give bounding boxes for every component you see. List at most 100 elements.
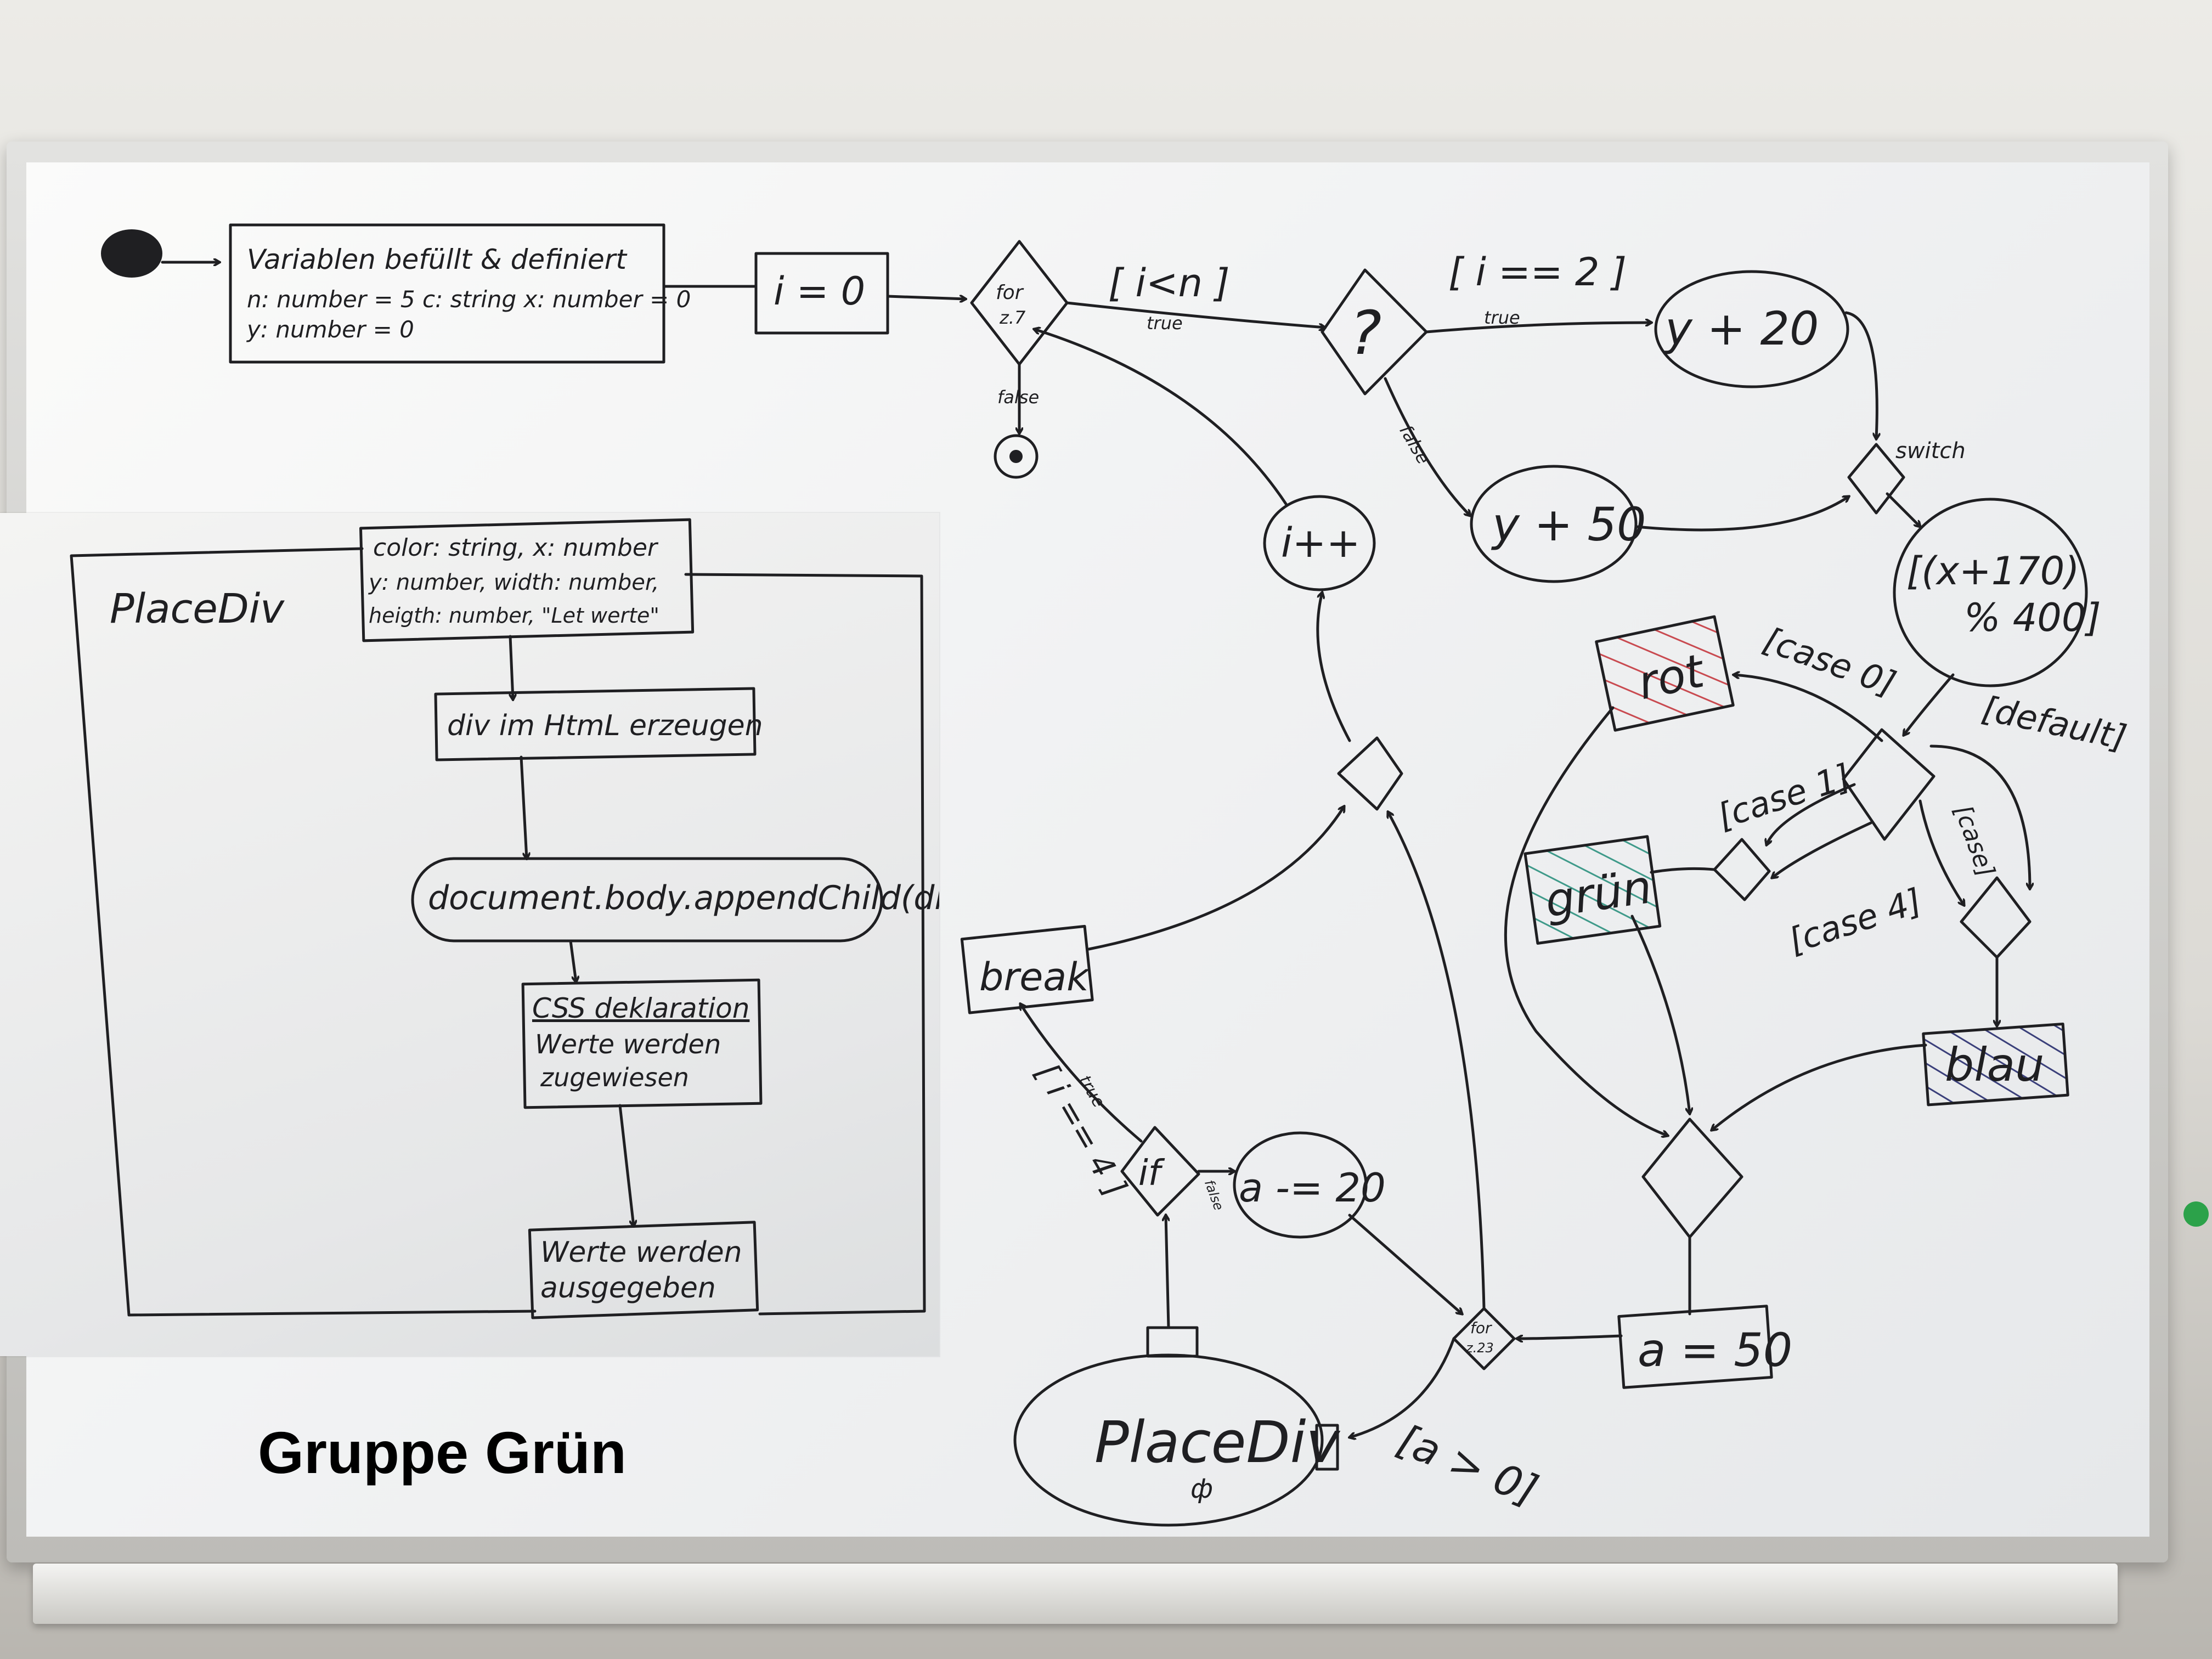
false-label-1: false <box>997 387 1039 408</box>
edge-a50-for2 <box>1517 1334 1623 1339</box>
step2-node <box>411 857 883 943</box>
edge-for2-merge <box>1388 812 1486 1310</box>
edge-mod-switch <box>1904 673 1955 735</box>
gruen-box <box>1523 835 1662 945</box>
params-box <box>359 518 695 642</box>
modulo-line1: [(x+170) <box>1906 549 2080 594</box>
init-box <box>229 223 665 364</box>
case-small-label: [case] <box>1949 802 2000 881</box>
y-plus-50-node <box>1470 465 1638 583</box>
gruen-hatch <box>1525 836 1660 944</box>
default-label: [default] <box>1979 688 2130 758</box>
placediv-inset-photo: PlaceDiv color: string, x: number y: num… <box>0 513 939 1356</box>
for-loop-2-sub: z.23 <box>1465 1340 1494 1356</box>
step4-box <box>528 1221 759 1319</box>
case4-label: [case 4] <box>1784 881 1926 961</box>
blau-hatch <box>1923 1024 2068 1105</box>
a-eq-50-text: a = 50 <box>1638 1323 1792 1377</box>
a-eq-50-box <box>1617 1305 1773 1389</box>
start-node <box>101 229 162 278</box>
edge-a20-for2 <box>1348 1214 1462 1314</box>
edge-placediv-if <box>1166 1215 1170 1329</box>
edge-y20-switch <box>1844 311 1877 439</box>
rot-hatch <box>1596 616 1734 731</box>
marker-tray <box>33 1564 2118 1624</box>
y-plus-20-node <box>1654 270 1849 388</box>
y-plus-20-text: y + 20 <box>1663 302 1819 356</box>
edge-question-y20 <box>1425 323 1651 334</box>
step3-line1: CSS deklaration <box>532 992 749 1024</box>
for-loop-2-label: for <box>1470 1319 1492 1337</box>
edge-i-for <box>886 295 966 299</box>
params-line2: y: number, width: number, <box>368 570 659 595</box>
guard-loop-1: [ i<n ] <box>1108 261 1230 306</box>
edge-switch-default <box>1929 744 2030 889</box>
i-init-text: i = 0 <box>774 269 865 314</box>
edge-break-merge <box>1087 806 1344 951</box>
edge-case-gruen <box>1650 867 1716 874</box>
step2-text: document.body.appendChild(div) <box>428 879 939 917</box>
edge-case0-rot <box>1734 675 1883 742</box>
question-diamond <box>1321 268 1428 396</box>
edge-step2-step3 <box>569 939 576 982</box>
placediv-pin-top <box>1146 1326 1199 1358</box>
edge-switch-case1 <box>1767 783 1856 845</box>
case-merge-diamond <box>1713 838 1771 901</box>
edge-ipp-for1 <box>1034 329 1288 506</box>
step1-box <box>434 687 757 761</box>
loop-merge-diamond <box>1337 736 1403 811</box>
switch-merge-diamond <box>1847 443 1905 515</box>
edge-switch-case <box>1918 799 1964 905</box>
edge-switch-mod <box>1886 492 1920 527</box>
end-node <box>994 434 1039 479</box>
placediv-frame-label: PlaceDiv <box>110 585 285 633</box>
guard-a-gt-0: [a > 0] <box>1391 1415 1544 1515</box>
break-box <box>960 924 1094 1014</box>
placediv-frame <box>70 547 926 1317</box>
a-minus-20-text: a -= 20 <box>1239 1165 1386 1211</box>
step3-line2: Werte werden <box>535 1029 721 1060</box>
case0-label: [case 0] <box>1758 619 1901 704</box>
edge-y50-switch <box>1634 496 1849 532</box>
if-text: if <box>1138 1153 1165 1194</box>
edge-step1-step2 <box>520 755 527 859</box>
y-plus-50-text: y + 50 <box>1491 498 1646 551</box>
step3-line3: zugewiesen <box>540 1063 689 1092</box>
edge-for2-placediv <box>1350 1337 1455 1437</box>
edge-rot-merge <box>1504 706 1668 1136</box>
init-title: Variablen befüllt & definiert <box>247 244 628 275</box>
blau-box <box>1922 1022 2069 1107</box>
for-loop-2-diamond <box>1452 1307 1516 1370</box>
for-loop-1-label: for <box>996 281 1024 304</box>
modulo-node <box>1893 498 2088 687</box>
modulo-line2: % 400] <box>1964 595 2101 640</box>
params-line1: color: string, x: number <box>373 534 659 562</box>
edge-gruen-merge <box>1630 915 1690 1114</box>
question-mark: ? <box>1350 298 1381 368</box>
if-diamond <box>1120 1126 1200 1217</box>
switch-label: switch <box>1895 438 1966 464</box>
placediv-activity-diagram: PlaceDiv color: string, x: number y: num… <box>70 518 939 1319</box>
init-line1: n: number = 5 c: string x: number = 0 <box>247 286 691 313</box>
edge-merge-ipp <box>1316 592 1351 742</box>
else-label: false <box>1201 1178 1227 1212</box>
step3-box <box>521 978 763 1109</box>
end-node-dot <box>1009 450 1023 463</box>
step4-line1: Werte werden <box>540 1236 742 1269</box>
edge-question-y50 <box>1384 377 1470 516</box>
edge-for-question <box>1065 301 1325 328</box>
step1-text: div im HtmL erzeugen <box>447 709 763 742</box>
break-text: break <box>979 955 1090 1000</box>
edge-step3-step4 <box>618 1104 634 1226</box>
placediv-text: PlaceDiv <box>1094 1409 1340 1476</box>
edge-switch-case4 <box>1772 821 1872 878</box>
magnet-icon <box>2183 1201 2209 1227</box>
group-caption: Gruppe Grün <box>258 1419 627 1486</box>
params-line3: heigth: number, "Let werte" <box>369 603 659 628</box>
a-minus-20-node <box>1233 1131 1368 1239</box>
init-line2: y: number = 0 <box>246 316 414 343</box>
edge-params-step1 <box>509 635 513 699</box>
switch-decision-diamond <box>1842 728 1936 841</box>
edge-blau-merge <box>1712 1043 1927 1130</box>
